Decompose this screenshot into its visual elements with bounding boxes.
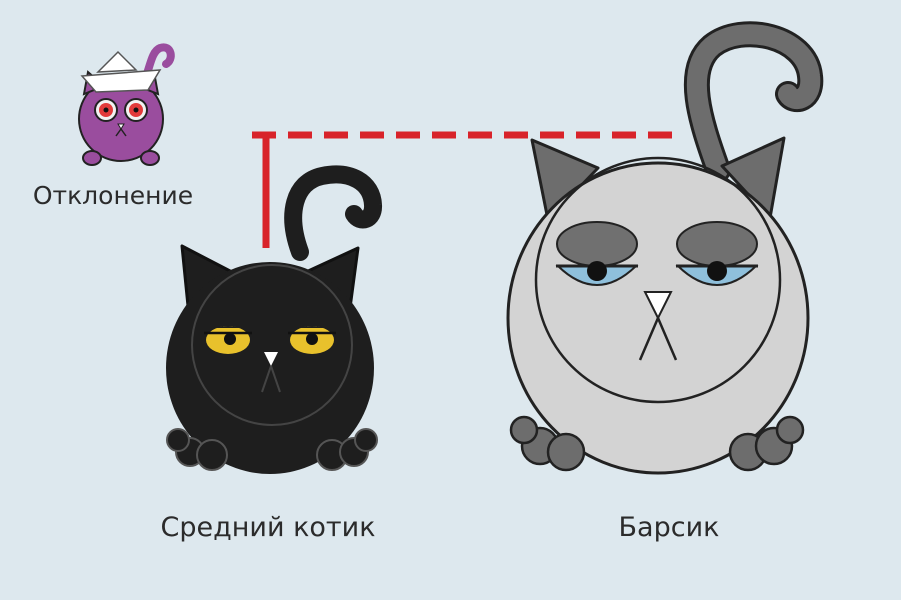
barsik-label: Барсик [618, 512, 720, 543]
average-cat-label: Средний котик [160, 512, 376, 543]
purple-cat-paper-hat-icon [78, 43, 175, 166]
grey-cat-icon [506, 21, 824, 475]
red-dashed-deviation-line [252, 131, 682, 248]
deviation-label: Отклонение [32, 181, 194, 210]
black-cat-icon [166, 165, 382, 474]
